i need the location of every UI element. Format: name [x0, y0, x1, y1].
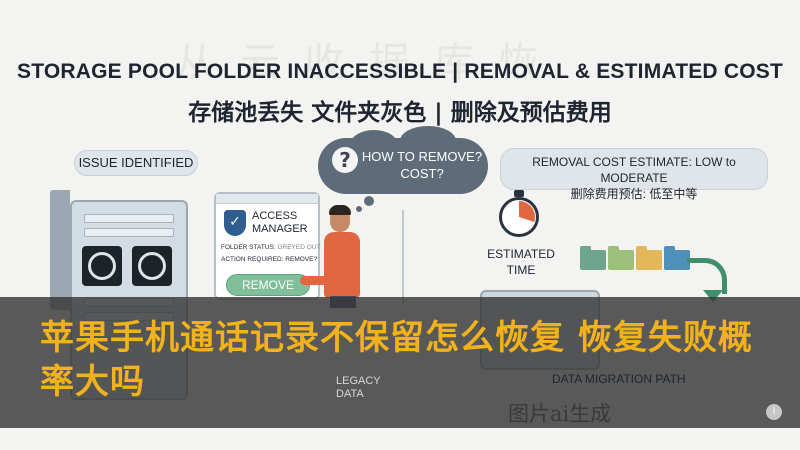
- page-title-english: STORAGE POOL FOLDER INACCESSIBLE | REMOV…: [17, 60, 783, 83]
- estimated-time-line-1: ESTIMATED: [487, 247, 555, 261]
- cost-estimate-english: REMOVAL COST ESTIMATE: LOW to MODERATE: [532, 155, 736, 185]
- overlay-banner: [0, 297, 800, 428]
- server-side-panel: [50, 190, 70, 310]
- estimated-time-line-2: TIME: [506, 263, 536, 277]
- action-required-row: ACTION REQUIRED: REMOVE?: [221, 256, 321, 263]
- card-titlebar: [216, 194, 318, 204]
- legacy-data-label: LEGACY DATA: [336, 375, 381, 401]
- thought-line-1: HOW TO REMOVE?: [361, 149, 483, 164]
- overlay-headline: 苹果手机通话记录不保留怎么恢复 恢复失败概率大吗: [40, 318, 753, 402]
- folder-status-label: FOLDER STATUS:: [221, 244, 276, 251]
- folder-status-value: GREYED OUT: [277, 244, 321, 251]
- person-arm: [300, 276, 330, 285]
- page-title-chinese: 存储池丢失 文件夹灰色 | 删除及预估费用: [188, 100, 612, 126]
- action-required-value: REMOVE?: [285, 256, 318, 263]
- legacy-data-line-2: DATA: [336, 388, 364, 400]
- migration-arrow-icon: [687, 258, 727, 294]
- remove-button[interactable]: REMOVE: [226, 274, 310, 296]
- folder-icon: [636, 246, 662, 270]
- folder-icon: [580, 246, 606, 270]
- legacy-data-line-1: LEGACY: [336, 375, 381, 387]
- card-title-line-2: MANAGER: [252, 223, 308, 235]
- disk-icon: [132, 246, 172, 286]
- question-icon: ?: [332, 147, 358, 173]
- folder-status-row: FOLDER STATUS: GREYED OUT: [221, 244, 321, 251]
- timer-progress: [503, 201, 535, 233]
- folder-icon: [664, 246, 690, 270]
- thought-cloud: ? HOW TO REMOVE? COST?: [318, 138, 488, 194]
- thought-line-2: COST?: [400, 166, 444, 181]
- ai-generated-tag: 图片ai生成: [508, 402, 612, 426]
- timer-knob: [514, 190, 524, 197]
- estimated-time-label: ESTIMATED TIME: [476, 246, 566, 278]
- cost-estimate-badge: REMOVAL COST ESTIMATE: LOW to MODERATE 删…: [500, 148, 768, 201]
- watermark-ghost-text: 从 云 收 据 库 恢: [175, 40, 545, 86]
- thought-bubble-dot-2: [356, 206, 362, 212]
- thought-text: HOW TO REMOVE? COST?: [360, 148, 484, 182]
- server-slot: [84, 214, 174, 223]
- person-torso: [324, 232, 360, 298]
- section-divider: [402, 210, 404, 305]
- disk-icon: [82, 246, 122, 286]
- issue-identified-badge: ISSUE IDENTIFIED: [74, 150, 198, 176]
- folder-icon: [608, 246, 634, 270]
- shield-check-icon: ✓: [224, 210, 246, 236]
- cost-estimate-chinese: 删除费用预估: 低至中等: [570, 187, 698, 201]
- server-slot: [84, 228, 174, 237]
- info-icon: i: [766, 404, 782, 420]
- card-title: ACCESS MANAGER: [252, 210, 318, 236]
- bottom-strip: [0, 428, 800, 450]
- access-manager-card: ✓ ACCESS MANAGER FOLDER STATUS: GREYED O…: [214, 192, 320, 300]
- action-required-label: ACTION REQUIRED:: [221, 256, 284, 263]
- data-migration-label: DATA MIGRATION PATH: [552, 372, 686, 386]
- thought-bubble-dot-1: [364, 196, 374, 206]
- person-hair: [329, 205, 351, 215]
- card-title-line-1: ACCESS: [252, 210, 298, 222]
